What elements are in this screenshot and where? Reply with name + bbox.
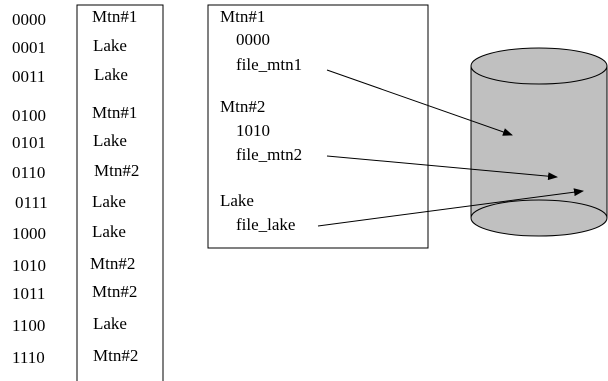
table-code: 0011: [12, 67, 45, 86]
table-label: Lake: [93, 36, 127, 55]
pointer-arrows: [317, 69, 584, 227]
table-row: 0110 Mtn#2: [12, 161, 139, 182]
table-row: 1010 Mtn#2: [12, 254, 135, 275]
table-row: 1011 Mtn#2: [12, 282, 137, 303]
cylinder-bottom-rim: [470, 199, 608, 219]
table-label: Mtn#1: [92, 7, 137, 26]
table-row: 1000 Lake: [12, 222, 126, 243]
index-entry-file: file_mtn2: [236, 145, 302, 164]
table-label: Lake: [93, 314, 127, 333]
table-code: 0110: [12, 163, 45, 182]
table-code: 0100: [12, 106, 46, 125]
table-code: 1011: [12, 284, 45, 303]
arrow-mtn2: [326, 155, 558, 181]
table-row: 0101 Lake: [12, 131, 127, 152]
index-entry-code: 1010: [236, 121, 270, 140]
table-code: 1110: [12, 348, 45, 367]
table-label: Lake: [92, 222, 126, 241]
table-label: Mtn#2: [93, 346, 138, 365]
table-row: 0001 Lake: [12, 36, 127, 57]
table-code: 0001: [12, 38, 46, 57]
arrow-lake: [317, 188, 584, 227]
table-row: 0000 Mtn#1: [12, 7, 137, 29]
table-code: 0101: [12, 133, 46, 152]
index-entry-name: Mtn#1: [220, 7, 265, 26]
cylinder-body: [470, 65, 608, 237]
index-entry-file: file_lake: [236, 215, 295, 234]
table-label: Mtn#2: [94, 161, 139, 180]
table-label: Mtn#1: [92, 103, 137, 122]
table-label: Mtn#2: [90, 254, 135, 273]
arrow-mtn1: [326, 69, 513, 136]
index-entry-mtn1: Mtn#1 0000 file_mtn1: [220, 7, 302, 74]
table-label: Lake: [92, 192, 126, 211]
index-entry-name: Lake: [220, 191, 254, 210]
storage-cylinder: [470, 47, 608, 237]
table-label: Mtn#2: [92, 282, 137, 301]
table-label: Lake: [93, 131, 127, 150]
table-row: 0011 Lake: [12, 65, 128, 86]
table-row: 1100 Lake: [12, 314, 127, 335]
table-code: 0000: [12, 10, 46, 29]
table-code: 0111: [15, 193, 48, 212]
table-row: 1110 Mtn#2: [12, 346, 138, 367]
code-table: 0000 Mtn#1 0001 Lake 0011 Lake 0100 Mtn#…: [12, 4, 164, 381]
table-code: 1010: [12, 256, 46, 275]
index-entry-lake: Lake file_lake: [220, 191, 295, 234]
table-row: 0100 Mtn#1: [12, 103, 137, 125]
cylinder-top: [470, 47, 608, 85]
table-label: Lake: [94, 65, 128, 84]
table-border: [76, 4, 164, 381]
index-entry-code: 0000: [236, 30, 270, 49]
table-code: 1100: [12, 316, 45, 335]
index-entry-file: file_mtn1: [236, 55, 302, 74]
index-entry-name: Mtn#2: [220, 97, 265, 116]
table-code: 1000: [12, 224, 46, 243]
index-box: Mtn#1 0000 file_mtn1 Mtn#2 1010 file_mtn…: [207, 4, 429, 249]
table-row: 0111 Lake: [15, 192, 126, 212]
index-entry-mtn2: Mtn#2 1010 file_mtn2: [220, 97, 302, 164]
index-box-border: [207, 4, 429, 249]
